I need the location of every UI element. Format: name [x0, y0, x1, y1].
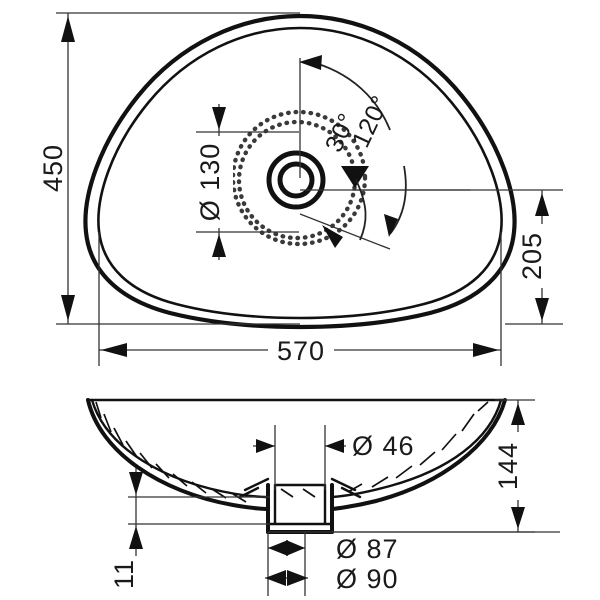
basin-outer-outline	[83, 13, 517, 330]
arrow-450-bottom	[61, 295, 75, 321]
dimension-450: 450	[38, 12, 300, 325]
dimension-diameter-46: Ø 46	[253, 425, 415, 490]
dimension-label-450: 450	[38, 144, 68, 192]
arrow-205-top	[535, 193, 549, 216]
arrow-87-right	[286, 540, 305, 556]
arrow-570-right	[473, 343, 499, 357]
dimension-label-87: Ø 87	[336, 534, 399, 564]
basin-inner-outline	[97, 26, 503, 320]
angle-120-arrow-start	[299, 55, 322, 70]
arrow-11-bottom	[129, 526, 143, 549]
angle-120-arc	[307, 60, 391, 131]
section-view-group: Ø 46 144 11 Ø 87	[86, 398, 560, 596]
plan-view-group: 450 570 205	[38, 12, 563, 366]
angle-30-arrow-top	[341, 166, 369, 188]
arrow-11-top	[129, 472, 143, 495]
dimension-label-90: Ø 90	[336, 564, 399, 594]
angle-30-arrow-bottom	[322, 225, 343, 248]
section-hatching	[95, 401, 489, 503]
dotted-reference-circle-outer	[230, 109, 368, 247]
arrow-46-right	[325, 439, 344, 453]
dimension-144: 144	[330, 399, 535, 533]
drain-inner-ring	[277, 161, 315, 199]
label-mask-205	[530, 224, 556, 288]
arrow-130-bottom	[212, 234, 226, 257]
dimension-label-130: Ø 130	[195, 143, 225, 222]
arrow-46-left	[256, 439, 275, 453]
dimension-label-570: 570	[277, 336, 325, 366]
arrow-130-top	[212, 107, 226, 130]
bowl-inner-profile	[90, 398, 503, 499]
drain-boss-transition-right	[330, 477, 362, 499]
dimension-570: 570	[98, 232, 502, 366]
angle-120-arc-lower	[389, 165, 407, 235]
angle-dimension-120: 120°	[299, 55, 407, 237]
label-mask-144	[506, 432, 532, 500]
dimension-label-11: 11	[109, 559, 139, 589]
dimension-label-46: Ø 46	[352, 431, 415, 461]
arrow-90-right	[287, 570, 308, 586]
drain-boss-transition-left	[238, 477, 270, 499]
dimension-label-144: 144	[493, 442, 523, 490]
dimension-diameter-130: Ø 130	[195, 104, 299, 260]
drain-outer-ring	[266, 150, 326, 210]
arrow-205-bottom	[535, 298, 549, 321]
arrow-450-top	[61, 16, 75, 42]
arrow-570-left	[101, 343, 127, 357]
arrow-87-left	[268, 540, 288, 556]
dimension-diameter-87: Ø 87	[267, 532, 399, 596]
arrow-90-left	[265, 570, 286, 586]
arrow-144-bottom	[511, 507, 525, 529]
angle-30-arc	[355, 179, 367, 241]
label-mask-130	[206, 136, 233, 228]
dimension-label-205: 205	[517, 232, 547, 280]
drain-boss-inner	[266, 483, 334, 526]
dimension-diameter-90: Ø 90	[265, 564, 399, 594]
label-mask-570	[268, 334, 334, 366]
angle-30-oblique-line	[299, 213, 391, 250]
angle-120-arrow-end	[384, 214, 398, 237]
arrow-144-top	[511, 403, 525, 425]
dimension-11: 11	[109, 468, 270, 589]
angle-dimension-30: 30°	[299, 109, 470, 250]
